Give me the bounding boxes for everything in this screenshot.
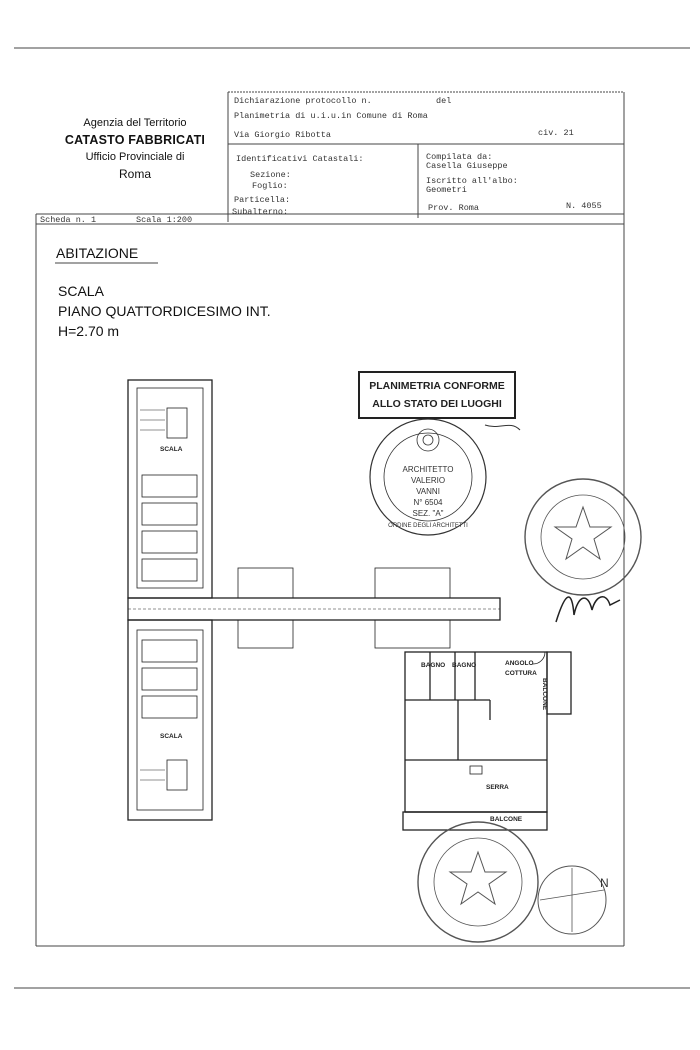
agency-name: Agenzia del Territorio bbox=[83, 117, 187, 129]
architect-number: N° 6504 bbox=[413, 498, 443, 507]
room-scala-top: SCALA bbox=[160, 446, 183, 453]
room-balcone-side: BALCONE bbox=[541, 678, 548, 711]
agency-department: CATASTO FABBRICATI bbox=[64, 133, 206, 147]
architect-first-name: VALERIO bbox=[410, 476, 446, 485]
particella-label: Particella: bbox=[234, 195, 291, 205]
north-compass bbox=[537, 865, 607, 935]
architect-seal-text: ARCHITETTO VALERIO VANNI N° 6504 SEZ. "A… bbox=[398, 464, 458, 519]
handwritten-signature bbox=[555, 596, 621, 623]
planimetria-label: Planimetria di u.i.u.in Comune di Roma bbox=[234, 111, 428, 121]
conformity-stamp: PLANIMETRIA CONFORME ALLO STATO DEI LUOG… bbox=[358, 371, 516, 419]
scala-title: SCALA bbox=[58, 283, 104, 299]
room-cottura: COTTURA bbox=[505, 670, 537, 677]
conformity-line-2: ALLO STATO DEI LUOGHI bbox=[372, 398, 502, 410]
compilata-label: Compilata da: bbox=[426, 152, 493, 162]
albo-value: Geometri bbox=[426, 185, 467, 195]
province-label: Prov. Roma bbox=[428, 203, 480, 213]
room-balcone-bottom: BALCONE bbox=[490, 816, 523, 823]
scala-ratio: Scala 1:200 bbox=[136, 215, 193, 225]
compass-north-label: N bbox=[600, 876, 609, 890]
registration-number: N. 4055 bbox=[566, 201, 602, 211]
room-bagno-1: BAGNO bbox=[421, 662, 446, 669]
room-bagno-2: BAGNO bbox=[452, 662, 477, 669]
official-round-stamp-bottom bbox=[417, 821, 539, 943]
floor-title: PIANO QUATTORDICESIMO INT. bbox=[58, 303, 271, 319]
civic-number: civ. 21 bbox=[538, 128, 574, 138]
architect-order-text: ORDINE DEGLI ARCHITETTI bbox=[388, 523, 468, 529]
architect-last-name: VANNI bbox=[416, 487, 440, 496]
room-scala-bottom: SCALA bbox=[160, 733, 183, 740]
dichiarazione-label: Dichiarazione protocollo n. bbox=[234, 96, 372, 106]
signature-scribble bbox=[484, 424, 521, 431]
identificativi-label: Identificativi Catastali: bbox=[236, 154, 364, 164]
room-angolo: ANGOLO bbox=[505, 660, 534, 667]
official-round-stamp bbox=[524, 478, 642, 596]
foglio-label: Foglio: bbox=[252, 181, 288, 191]
height-title: H=2.70 m bbox=[58, 323, 120, 339]
sezione-label: Sezione: bbox=[250, 170, 291, 180]
agency-city: Roma bbox=[118, 167, 151, 181]
architect-title: ARCHITETTO bbox=[402, 465, 454, 474]
architect-section: SEZ. "A" bbox=[412, 509, 444, 518]
scheda-label: Scheda n. 1 bbox=[40, 215, 97, 225]
agency-office: Ufficio Provinciale di bbox=[85, 151, 185, 163]
subalterno-label: Subalterno: bbox=[232, 207, 289, 217]
address-label: Via Giorgio Ribotta bbox=[234, 130, 331, 140]
architect-seal bbox=[369, 418, 487, 536]
agency-block: Agenzia del Territorio CATASTO FABBRICAT… bbox=[40, 115, 230, 183]
compilatore-name: Casella Giuseppe bbox=[426, 161, 508, 171]
room-serra: SERRA bbox=[486, 784, 509, 791]
iscritto-label: Iscritto all'albo: bbox=[426, 176, 518, 186]
unit-type-title: ABITAZIONE bbox=[56, 245, 139, 261]
conformity-line-1: PLANIMETRIA CONFORME bbox=[369, 380, 505, 392]
del-label: del bbox=[436, 96, 452, 106]
floor-plan bbox=[127, 379, 572, 831]
